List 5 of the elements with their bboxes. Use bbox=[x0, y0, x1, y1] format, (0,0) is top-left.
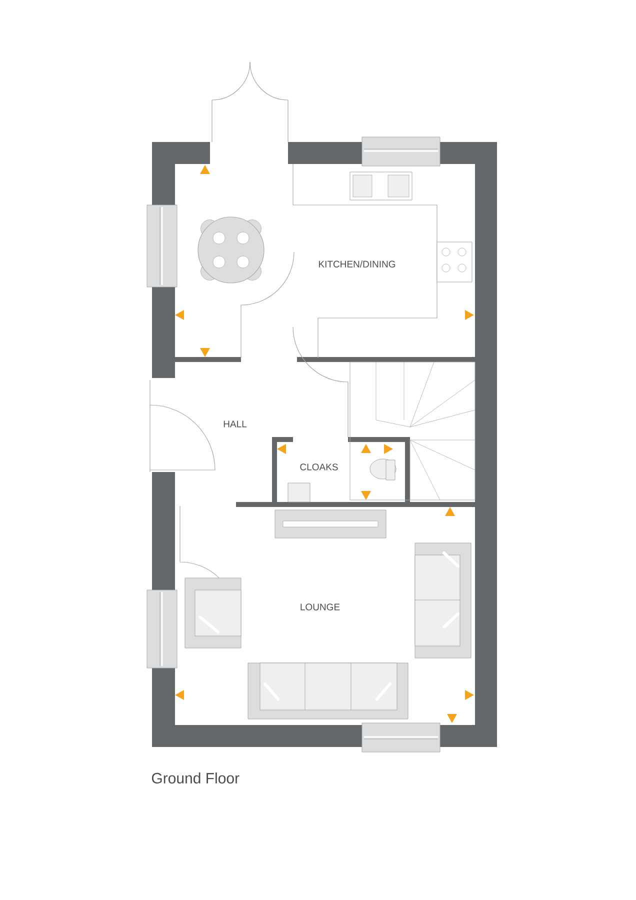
floor-caption: Ground Floor bbox=[152, 772, 240, 784]
room-label: CLOAKS bbox=[300, 464, 338, 470]
room-label: LOUNGE bbox=[300, 604, 340, 610]
room-label: KITCHEN/DINING bbox=[319, 260, 396, 268]
room-label: HALL bbox=[224, 420, 247, 428]
